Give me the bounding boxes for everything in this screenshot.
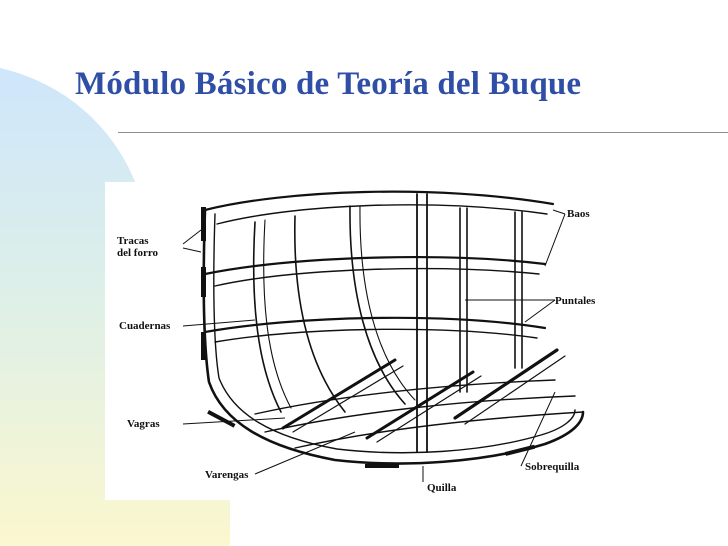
label-quilla: Quilla bbox=[427, 482, 457, 494]
label-varengas: Varengas bbox=[205, 469, 249, 481]
label-tracas-line2: del forro bbox=[117, 247, 159, 259]
keelson bbox=[453, 348, 559, 420]
hull-shell-outer bbox=[202, 208, 585, 465]
ship-structure-diagram: Tracas del forro Cuadernas Vagras Vareng… bbox=[105, 182, 632, 500]
deck-beam-top-2 bbox=[216, 204, 548, 225]
deck-beam-mid-2 bbox=[214, 267, 540, 287]
shell-strakes bbox=[201, 207, 536, 468]
keelson-b bbox=[464, 355, 566, 425]
deck-beam-top bbox=[203, 190, 555, 212]
floor-3 bbox=[254, 379, 556, 415]
label-puntales: Puntales bbox=[555, 295, 596, 307]
title-divider bbox=[118, 132, 728, 133]
label-cuadernas: Cuadernas bbox=[119, 320, 171, 332]
girder-2 bbox=[365, 370, 475, 440]
girder-1 bbox=[281, 358, 397, 430]
slide-title: Módulo Básico de Teoría del Buque bbox=[75, 66, 582, 102]
frame-1b bbox=[263, 219, 292, 409]
frame-2 bbox=[293, 215, 346, 413]
label-tracas-line1: Tracas bbox=[117, 235, 149, 247]
label-sobrequilla: Sobrequilla bbox=[525, 461, 580, 473]
deck-beam-low-2 bbox=[214, 328, 538, 343]
label-vagras: Vagras bbox=[127, 418, 160, 430]
label-baos: Baos bbox=[567, 208, 590, 220]
girder-2b bbox=[376, 375, 482, 443]
frame-1 bbox=[252, 221, 282, 413]
leader-lines bbox=[182, 209, 566, 482]
frame-3b bbox=[359, 205, 416, 401]
girder-1b bbox=[292, 365, 404, 433]
hull-drawing bbox=[182, 190, 585, 482]
deck-beam-mid bbox=[203, 256, 547, 276]
frame-3 bbox=[349, 205, 406, 405]
deck-beam-low bbox=[203, 316, 547, 334]
